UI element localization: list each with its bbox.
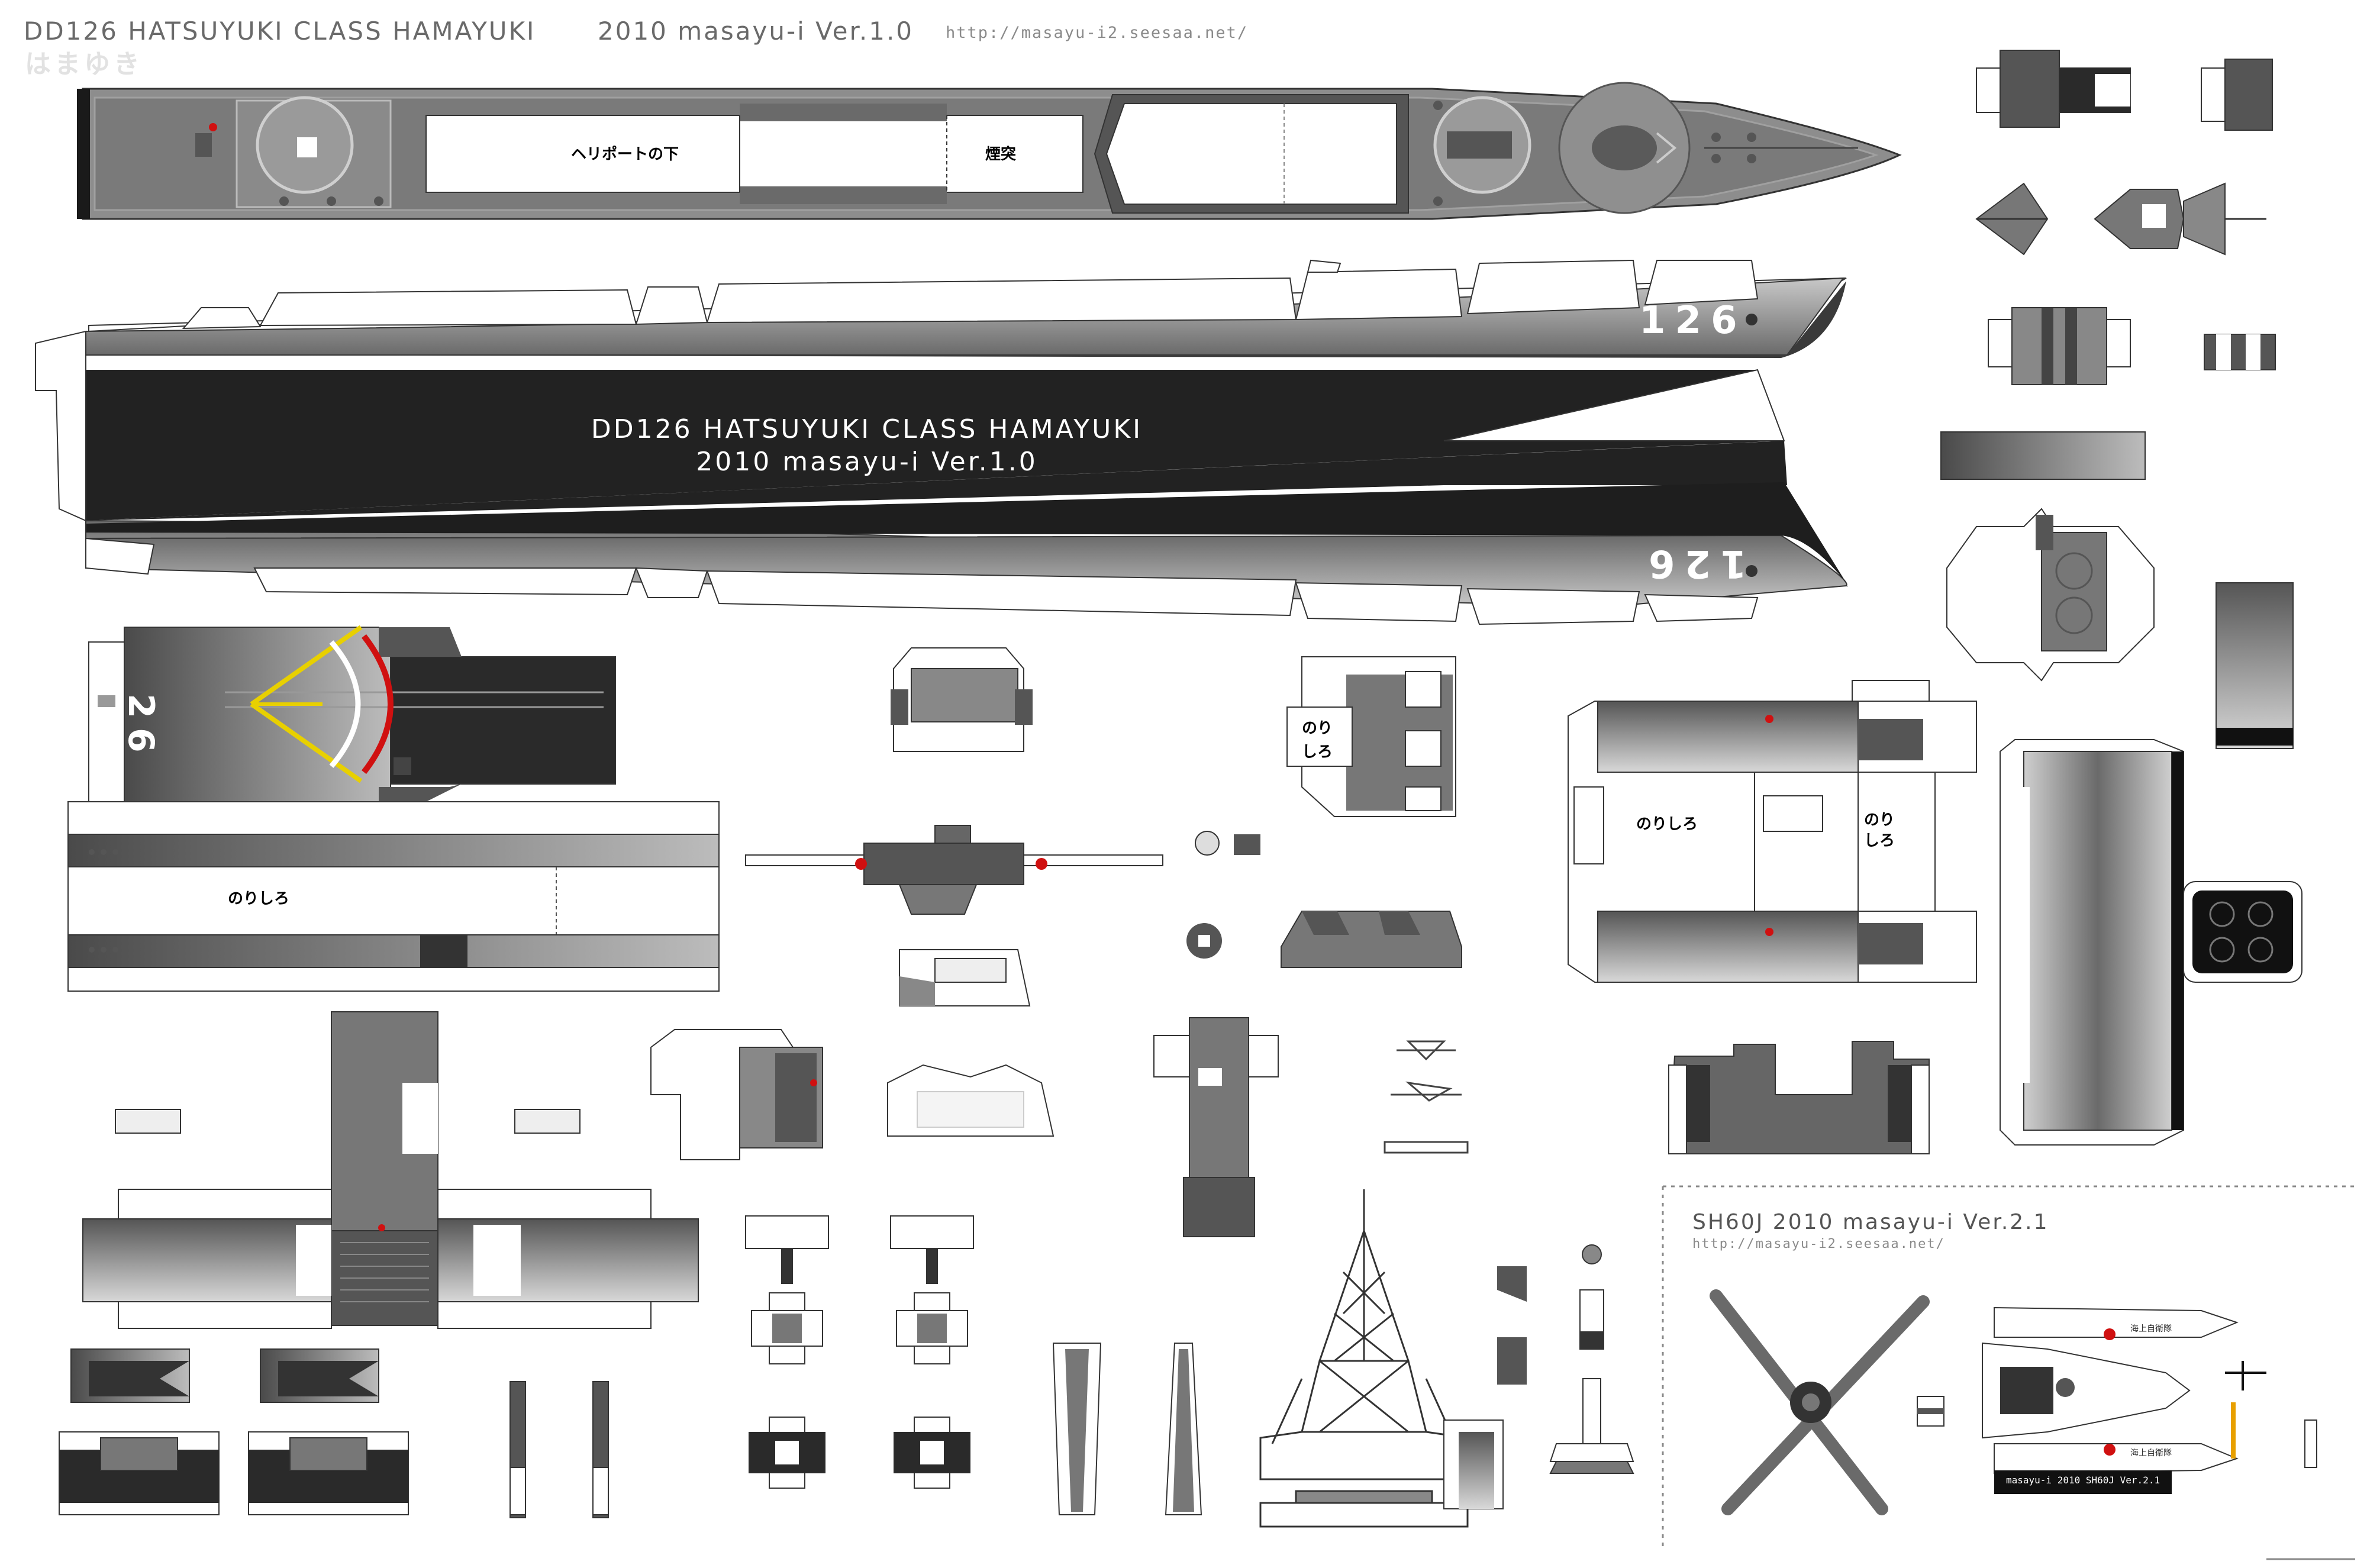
- glue-label-side-top: のり: [1864, 811, 1895, 829]
- heli-title: SH60J 2010 masayu-i Ver.2.1: [1692, 1210, 2049, 1234]
- glue-label-bridge-bottom: しろ: [1302, 743, 1333, 761]
- radome-parts: [1497, 1244, 1634, 1474]
- gun-turret-part: [1946, 508, 2155, 682]
- hangar-front-part: [1668, 1041, 1930, 1154]
- antenna-small-parts: [1384, 1040, 1469, 1154]
- funnel-part: [891, 647, 1033, 752]
- helicopter-fuselage-part: [1982, 1306, 2266, 1494]
- funnel-cap-parts: [1975, 50, 2273, 256]
- heli-caption: masayu-i 2010 SH60J Ver.2.1: [2006, 1475, 2160, 1486]
- superstructure-wall-part: [67, 801, 720, 992]
- glue-label-wall: のりしろ: [228, 890, 290, 908]
- glue-label-bridge-top: のり: [1302, 720, 1333, 737]
- hull-number-top: 126: [1639, 299, 1747, 343]
- hull-title-line1: DD126 HATSUYUKI CLASS HAMAYUKI: [591, 414, 1143, 444]
- flight-deck-part: [88, 625, 616, 826]
- radar-mount-part: [650, 1029, 823, 1160]
- sh60j-panel: [1662, 1185, 2355, 1560]
- hull-title-line2: 2010 masayu-i Ver.1.0: [696, 447, 1038, 477]
- hull-number-bottom: 126: [1639, 541, 1747, 585]
- glue-label-side-bottom: しろ: [1864, 832, 1895, 850]
- bollard-parts: [115, 1109, 581, 1134]
- sheet-version: 2010 masayu-i Ver.1.0: [598, 17, 914, 46]
- mast-cylinder-part: [2216, 582, 2294, 749]
- funnel-label: 煙突: [985, 146, 1017, 163]
- aft-deck-part: [2000, 739, 2302, 1146]
- glue-label-bridge: のりしろ: [1636, 815, 1698, 833]
- heli-side-text-top: 海上自衛隊: [2130, 1324, 2172, 1334]
- mast-platform-part: [745, 825, 1163, 915]
- hull-part: [35, 259, 1849, 625]
- ship-name-kana: はまゆき: [25, 49, 143, 79]
- ciws-part: [899, 949, 1031, 1006]
- sheet-title: DD126 HATSUYUKI CLASS HAMAYUKI: [24, 17, 536, 46]
- heli-side-text-bottom: 海上自衛隊: [2130, 1448, 2172, 1458]
- flight-deck-number: 26: [120, 693, 162, 762]
- lattice-mast-part: [1259, 1189, 1469, 1528]
- sheet-url[interactable]: http://masayu-i2.seesaa.net/: [946, 24, 1249, 42]
- heliport-under-label: ヘリポートの下: [571, 146, 679, 163]
- sensor-cross-parts: [745, 1215, 974, 1489]
- truss-parts: [1052, 1343, 1202, 1515]
- main-deck-part: [77, 82, 1902, 220]
- launcher-parts: [1940, 307, 2276, 480]
- davit-parts: [59, 1348, 409, 1515]
- heli-url[interactable]: http://masayu-i2.seesaa.net/: [1692, 1237, 1945, 1251]
- bridge-glue-part: [1286, 656, 1456, 817]
- radar-base-parts: [1186, 831, 1462, 968]
- missile-parts: [509, 1381, 609, 1518]
- hangar-part: [82, 1011, 699, 1329]
- bridge-part: [1568, 680, 1977, 983]
- tower-part: [1153, 1017, 1279, 1237]
- lattice-mast-base-part: [1443, 1419, 1504, 1509]
- vls-part: [887, 1064, 1054, 1137]
